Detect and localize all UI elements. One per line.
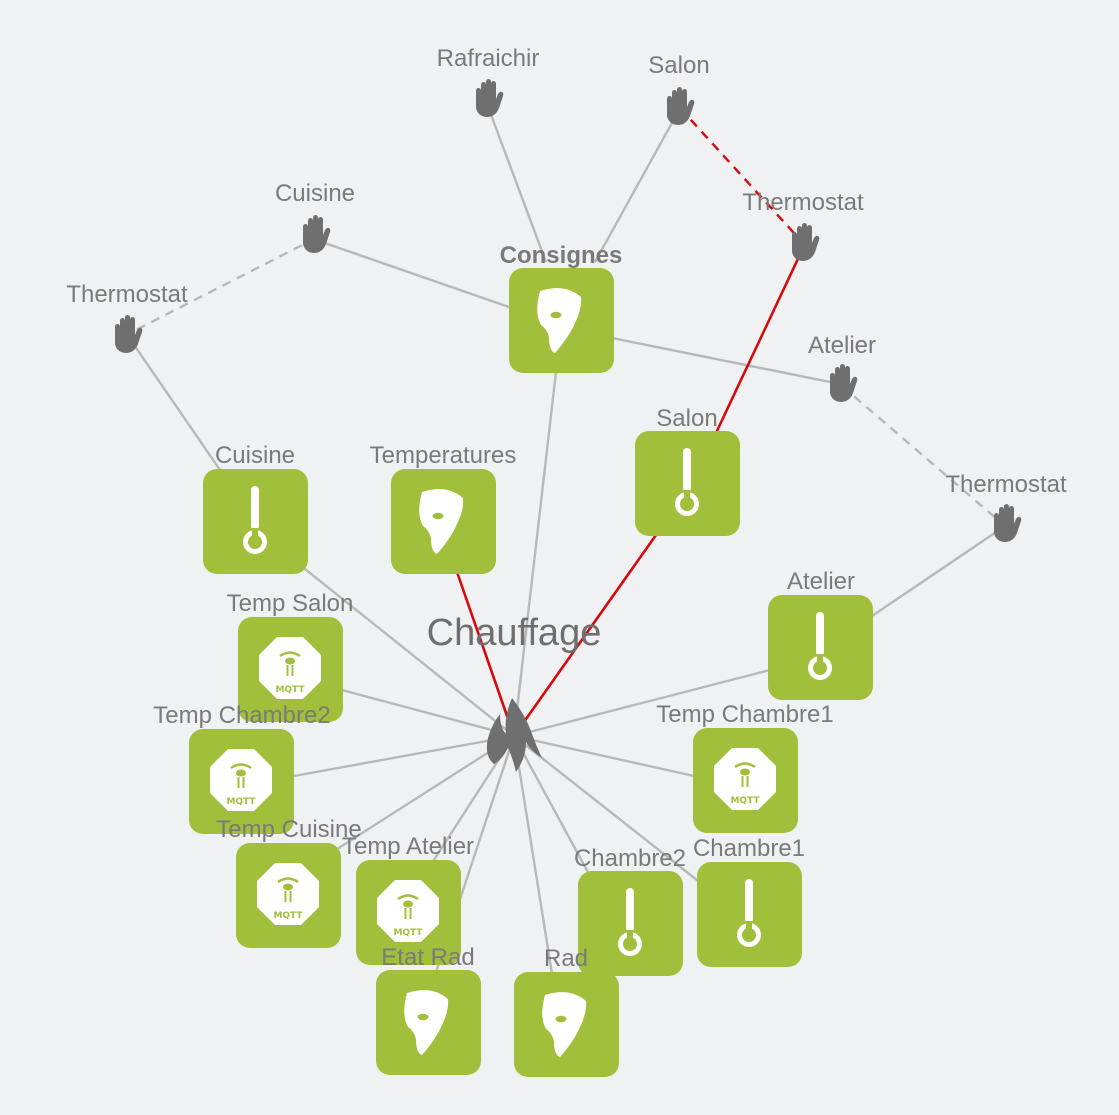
center-node-chauffage[interactable]: Chauffage <box>427 612 602 772</box>
edge-rafraichir-consignes <box>488 111 548 263</box>
node-etat-rad[interactable]: Etat Rad <box>376 944 481 1075</box>
node-temp-cuisine[interactable]: MQTT Temp Cuisine <box>216 816 362 948</box>
node-label: Cuisine <box>275 180 355 207</box>
mqtt-badge-text: MQTT <box>226 797 256 807</box>
node-label: Rafraichir <box>437 45 540 72</box>
node-chambre2[interactable]: Chambre2 <box>574 845 686 976</box>
mqtt-badge-text: MQTT <box>275 685 305 695</box>
node-cuisine-therm[interactable]: Cuisine <box>203 442 308 574</box>
node-consignes[interactable]: Consignes <box>500 242 623 373</box>
node-temp-chambre2[interactable]: MQTT Temp Chambre2 <box>153 702 331 834</box>
node-thermostat-cuisine[interactable]: Thermostat <box>66 281 188 353</box>
edge-cuisine-thermostat <box>127 236 317 336</box>
hand-icon <box>476 79 504 117</box>
hand-icon <box>667 87 695 125</box>
node-label: Atelier <box>808 332 876 359</box>
node-rafraichir[interactable]: Rafraichir <box>437 45 540 117</box>
edge-atelier-thermostat <box>841 385 1006 527</box>
edge-salon-therm-center <box>512 534 658 737</box>
edge-thermostat-salon-therm <box>714 245 806 434</box>
edge-temp-salon-center <box>341 688 515 738</box>
node-thermostat-salon[interactable]: Thermostat <box>742 189 864 261</box>
edge-temp-chambre2-center <box>293 734 515 778</box>
edges <box>127 107 1006 975</box>
node-label: Chambre2 <box>574 845 686 872</box>
node-temperatures[interactable]: Temperatures <box>370 442 517 574</box>
node-temp-salon[interactable]: MQTT Temp Salon <box>227 590 354 722</box>
mqtt-badge-text: MQTT <box>393 928 423 938</box>
node-cuisine-hand[interactable]: Cuisine <box>275 180 355 253</box>
node-chambre1[interactable]: Chambre1 <box>693 835 805 967</box>
edge-chambre1-center <box>513 735 703 885</box>
node-salon-hand[interactable]: Salon <box>648 52 710 125</box>
node-label: Salon <box>656 405 717 432</box>
edge-temperatures-center <box>455 571 516 737</box>
edge-chambre2-center <box>512 735 592 877</box>
node-label: Rad <box>544 945 588 972</box>
node-label: Temp Salon <box>227 590 354 617</box>
node-rad[interactable]: Rad <box>514 945 619 1077</box>
node-label: Etat Rad <box>381 944 474 971</box>
node-label: Temp Chambre1 <box>656 701 833 728</box>
hand-icon <box>115 315 143 353</box>
node-atelier-hand[interactable]: Atelier <box>808 332 876 402</box>
edge-cuisine-consignes <box>315 238 513 310</box>
node-atelier-therm[interactable]: Atelier <box>768 568 873 700</box>
node-label: Thermostat <box>66 281 188 308</box>
edge-thermostat-atelier-therm <box>871 525 1006 617</box>
node-temp-atelier[interactable]: MQTT Temp Atelier <box>342 833 474 965</box>
node-label: Thermostat <box>742 189 864 216</box>
mqtt-badge-text: MQTT <box>273 911 303 921</box>
node-label: Consignes <box>500 242 623 269</box>
edge-salon-consignes <box>593 111 680 263</box>
hand-icon <box>994 504 1022 542</box>
node-salon-therm[interactable]: Salon <box>635 405 740 536</box>
node-label: Thermostat <box>945 471 1067 498</box>
mqtt-badge-text: MQTT <box>730 796 760 806</box>
edge-consignes-atelier <box>611 336 841 386</box>
node-label: Temperatures <box>370 442 517 469</box>
node-label: Temp Chambre2 <box>153 702 330 729</box>
edge-cuisine-therm-center <box>299 564 515 737</box>
node-temp-chambre1[interactable]: MQTT Temp Chambre1 <box>656 701 834 833</box>
hand-icon <box>303 215 331 253</box>
node-thermostat-atelier[interactable]: Thermostat <box>945 471 1067 542</box>
edge-atelier-therm-center <box>513 668 771 738</box>
node-label: Temp Cuisine <box>216 816 361 843</box>
node-label: Temp Atelier <box>342 833 474 860</box>
node-label: Atelier <box>787 568 855 595</box>
center-label: Chauffage <box>427 612 602 654</box>
node-label: Chambre1 <box>693 835 805 862</box>
node-label: Salon <box>648 52 709 79</box>
hand-icon <box>792 223 820 261</box>
hand-icon <box>830 364 858 402</box>
edge-temp-chambre1-center <box>513 734 695 778</box>
edge-thermostat-cuisine-therm <box>127 335 221 471</box>
node-label: Cuisine <box>215 442 295 469</box>
edge-consignes-center <box>512 371 558 737</box>
edge-salon-thermostat <box>679 107 805 245</box>
edge-rad-center <box>512 735 554 975</box>
edge-temp-cuisine-center <box>319 734 515 862</box>
